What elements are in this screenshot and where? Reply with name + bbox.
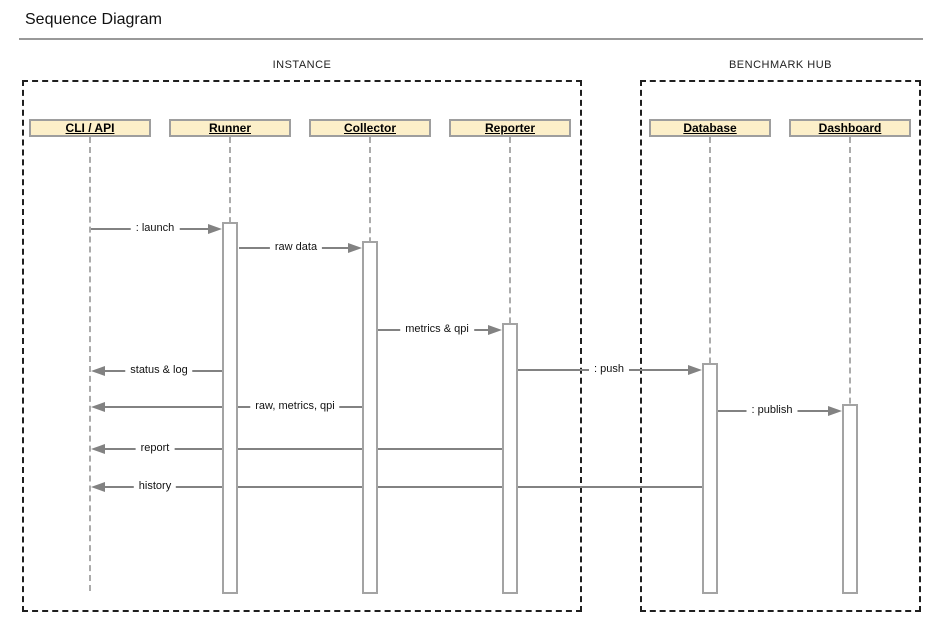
message-label: : launch (130, 221, 180, 236)
arrowhead-left-icon (91, 402, 105, 412)
message-label: status & log (125, 363, 193, 378)
activation-bar-dashboard (842, 404, 858, 594)
message-label: raw data (269, 240, 323, 255)
message-report: report (91, 441, 502, 456)
participant-head-dashboard: Dashboard (789, 119, 911, 137)
message-launch: : launch (91, 221, 222, 236)
frame-benchmark-hub (640, 80, 921, 612)
arrowhead-right-icon (828, 406, 842, 416)
activation-bar-database (702, 363, 718, 594)
message-push: : push (518, 362, 702, 377)
message-raw-data: raw data (239, 240, 362, 255)
message-publish: : publish (718, 403, 842, 418)
message-label: metrics & qpi (400, 322, 474, 337)
activation-bar-reporter (502, 323, 518, 594)
message-label: report (135, 441, 175, 456)
message-line (103, 486, 702, 488)
arrowhead-right-icon (488, 325, 502, 335)
arrowhead-left-icon (91, 366, 105, 376)
activation-bar-runner (222, 222, 238, 594)
title-rule (19, 38, 923, 40)
frame-label-benchmark-hub: BENCHMARK HUB (728, 59, 833, 71)
frame-label-instance: INSTANCE (272, 59, 332, 71)
message-label: history (133, 479, 177, 494)
arrowhead-right-icon (688, 365, 702, 375)
message-history: history (91, 479, 702, 494)
participant-head-database: Database (649, 119, 771, 137)
lifeline-dashboard (849, 137, 851, 594)
message-label: raw, metrics, qpi (250, 399, 340, 414)
page-title: Sequence Diagram (25, 11, 162, 28)
participant-name: CLI / API (65, 121, 115, 135)
arrowhead-right-icon (208, 224, 222, 234)
message-status-log: status & log (91, 363, 222, 378)
arrowhead-left-icon (91, 482, 105, 492)
message-label: : push (589, 362, 629, 377)
arrowhead-right-icon (348, 243, 362, 253)
participant-head-cli-api: CLI / API (29, 119, 151, 137)
participant-name: Collector (343, 121, 396, 135)
participant-head-reporter: Reporter (449, 119, 571, 137)
activation-bar-collector (362, 241, 378, 594)
participant-name: Dashboard (818, 121, 882, 135)
message-metrics-qpi: metrics & qpi (378, 322, 502, 337)
participant-head-collector: Collector (309, 119, 431, 137)
frame-instance (22, 80, 582, 612)
message-label: : publish (746, 403, 798, 418)
lifeline-cli-api (89, 137, 91, 591)
arrowhead-left-icon (91, 444, 105, 454)
participant-head-runner: Runner (169, 119, 291, 137)
participant-name: Runner (209, 121, 251, 135)
participant-name: Reporter (484, 121, 535, 135)
participant-name: Database (683, 121, 737, 135)
message-line (103, 448, 502, 450)
